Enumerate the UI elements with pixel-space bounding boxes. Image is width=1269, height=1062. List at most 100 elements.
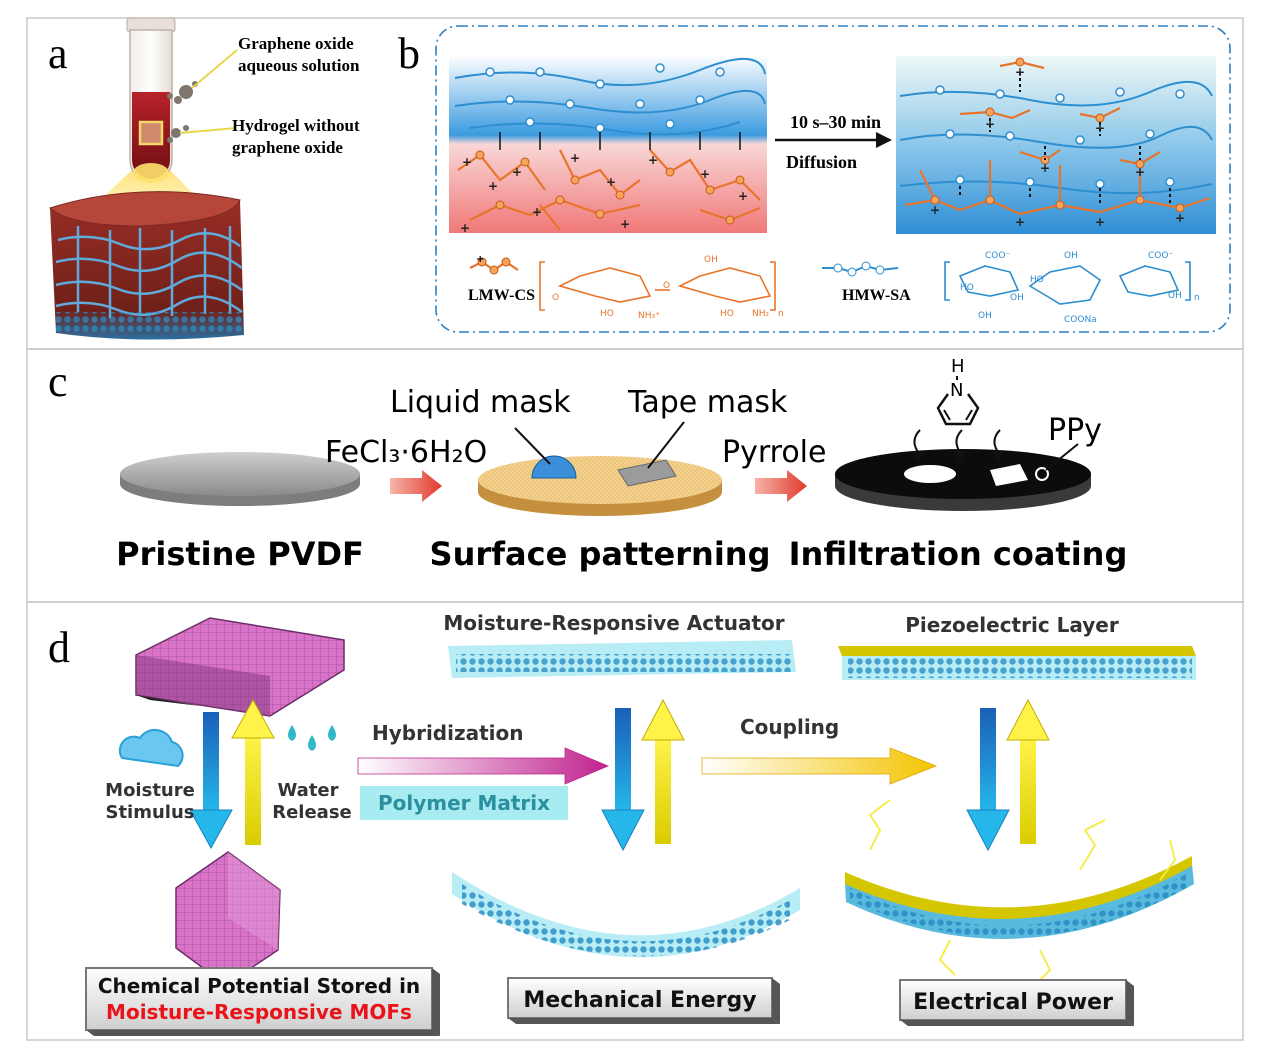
moisture-label-2: Stimulus [105, 802, 194, 823]
svg-text:+: + [1015, 65, 1025, 79]
svg-text:OH: OH [1010, 293, 1024, 303]
svg-text:+: + [512, 165, 522, 179]
masked-region-tape [990, 464, 1028, 486]
svg-text:O: O [552, 293, 559, 303]
leader-hydrogel [179, 127, 237, 134]
liquid-mask-drop [531, 455, 577, 479]
panel-c-letter: c [48, 357, 68, 406]
sa-beads-right [935, 85, 1185, 189]
drip-arrows [912, 429, 1004, 463]
box-electrical-power: Electrical Power [899, 979, 1134, 1026]
svg-text:+: + [532, 205, 542, 219]
coupling-label: Coupling [740, 715, 839, 739]
svg-text:HO: HO [960, 283, 974, 293]
pyrrole-label: Pyrrole [722, 435, 826, 470]
polymer-matrix-box [360, 786, 568, 820]
label-solution-2: aqueous solution [238, 56, 360, 75]
tape-mask-rect [617, 459, 677, 487]
svg-text:+: + [648, 153, 658, 167]
hydrogel-block [49, 191, 244, 340]
svg-text:+: + [570, 151, 580, 165]
diffusion-arrows [499, 132, 741, 150]
svg-text:+: + [738, 189, 748, 203]
svg-text:COONa: COONa [1064, 315, 1097, 325]
svg-text:HO: HO [1030, 275, 1044, 285]
svg-text:+: + [462, 155, 472, 169]
svg-text:n: n [1194, 293, 1200, 303]
actuator-title: Moisture-Responsive Actuator [443, 611, 784, 635]
svg-text:NH₂: NH₂ [752, 309, 770, 319]
legend-cs: + LMW-CS [468, 254, 535, 304]
coupling-arrow [701, 747, 938, 785]
svg-text:NH₃⁺: NH₃⁺ [638, 311, 660, 321]
box3-label: Electrical Power [913, 990, 1113, 1015]
cs-structure-labels: O HO NH₃⁺ O HO NH₂ OH n [552, 255, 784, 321]
svg-text:+: + [488, 179, 498, 193]
hybridization-label: Hybridization [372, 721, 524, 745]
panel-b: b ++++ ++++ +++ [398, 25, 1231, 333]
masked-region-liquid [904, 465, 956, 483]
pyrrole-icon: H N [936, 356, 980, 426]
up-arrow-2 [641, 698, 685, 844]
svg-text:OH: OH [1168, 291, 1182, 301]
legend-sa: HMW-SA [822, 261, 911, 304]
svg-text:+: + [1095, 121, 1105, 135]
legend-cs-label: LMW-CS [468, 287, 535, 304]
panel-a: a Graphene oxide aqueous solution Hydrog… [48, 17, 360, 340]
svg-text:OH: OH [704, 255, 718, 265]
svg-text:N: N [950, 380, 963, 401]
actuator-film-flat [448, 640, 796, 678]
down-arrow-1 [189, 712, 233, 850]
actuator-film-bent [452, 872, 800, 958]
water-drops-icon [288, 725, 336, 751]
ppy-label: PPy [1048, 413, 1102, 448]
mof-rhombic-icon [175, 851, 281, 986]
tape-mask-label: Tape mask [627, 385, 788, 420]
panel-b-frame [435, 25, 1231, 333]
step2-label: Surface patterning [430, 535, 771, 573]
piezo-film-bent [845, 856, 1194, 939]
svg-text:OH: OH [978, 311, 992, 321]
hybridization-arrow [357, 747, 610, 785]
svg-text:+: + [1135, 165, 1145, 179]
svg-text:+: + [1175, 211, 1185, 225]
svg-text:O: O [663, 281, 670, 291]
svg-text:+: + [985, 117, 995, 131]
cs-beads-left [475, 150, 745, 225]
box1-line2: Moisture-Responsive MOFs [106, 1000, 412, 1024]
panel-d: d Moisture Stimulus [48, 611, 1196, 1036]
label-solution-1: Graphene oxide [238, 34, 354, 53]
svg-text:+: + [620, 217, 630, 231]
cs-beads-right [930, 57, 1185, 213]
label-hydrogel-1: Hydrogel without [232, 116, 360, 135]
sa-beads-left [485, 63, 725, 133]
polymer-matrix-label: Polymer Matrix [378, 791, 550, 815]
up-arrow-1 [231, 698, 275, 845]
diffusion-time: 10 s–30 min [790, 112, 881, 132]
diffusion-arrow-head [876, 132, 892, 148]
sa-structure-labels: COO⁻ OH COO⁻ HO OH HO OH COONa OH n [960, 251, 1200, 325]
svg-text:OH: OH [1064, 251, 1078, 261]
cloud-icon [118, 728, 184, 768]
ppy-coated-disk [835, 443, 1091, 511]
down-arrow-3 [966, 708, 1010, 852]
down-arrow-2 [601, 708, 645, 852]
sa-structure [944, 261, 1191, 305]
box-chemical-potential: Chemical Potential Stored in Moisture-Re… [85, 967, 440, 1036]
cs-charges-left: ++++ ++++ +++ [460, 151, 748, 235]
mof-flattened-icon [135, 617, 345, 717]
liquid-mask-label: Liquid mask [390, 385, 571, 420]
svg-text:+: + [1015, 215, 1025, 229]
piezo-film-flat [838, 646, 1196, 680]
box-mechanical-energy: Mechanical Energy [507, 977, 780, 1024]
box1-line1: Chemical Potential Stored in [98, 974, 420, 998]
up-arrow-3 [1006, 698, 1050, 844]
water-label-1: Water [277, 780, 338, 801]
diffusion-label: Diffusion [786, 152, 857, 172]
svg-text:H: H [951, 356, 965, 377]
cs-charges-right: ++++ +++++ [930, 65, 1185, 229]
panel-c: c Liquid mask Tape mask FeCl₃·6H₂O Pyrro… [48, 356, 1127, 573]
piezo-title: Piezoelectric Layer [905, 613, 1119, 637]
